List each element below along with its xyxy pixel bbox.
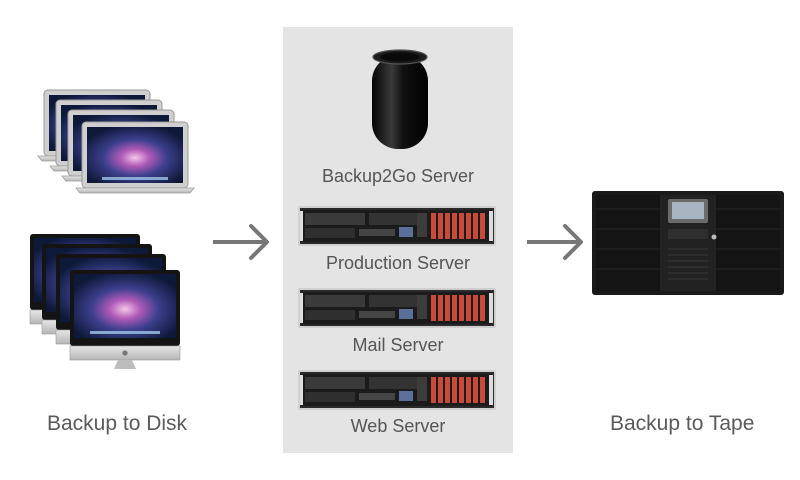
rack-server-icon	[298, 370, 496, 410]
arrow-right-icon	[213, 222, 273, 264]
backup-to-tape-label: Backup to Tape	[610, 412, 755, 435]
server-label: Production Server	[325, 253, 471, 273]
server-label: Mail Server	[352, 335, 444, 355]
rack-server-icon	[298, 288, 496, 328]
tape-library-icon	[592, 189, 784, 297]
arrow-right-icon	[527, 222, 587, 264]
laptop-group-icon	[30, 86, 200, 201]
server-label: Web Server	[350, 416, 446, 436]
imac-group-icon	[28, 232, 193, 372]
rack-server-icon	[298, 206, 496, 246]
backup-to-disk-label: Backup to Disk	[47, 412, 188, 435]
server-label: Backup2Go Server	[321, 166, 475, 186]
mac-pro-icon	[370, 47, 430, 153]
